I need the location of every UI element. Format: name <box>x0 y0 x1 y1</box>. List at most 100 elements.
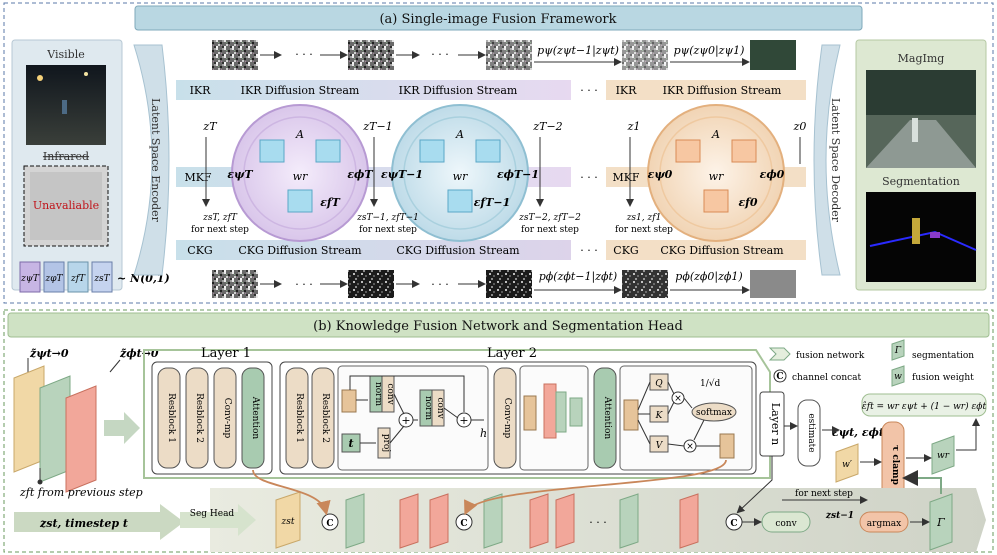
z-step-label: z1 <box>627 120 641 133</box>
layern-to-seg <box>736 456 773 514</box>
ckg-stream-label: CKG Diffusion Stream <box>238 244 362 257</box>
ikr-stream-label: IKR Diffusion Stream <box>241 84 360 97</box>
cube-psi <box>419 139 445 163</box>
step-T-minus-2: zT−2 zsT−2, zfT−2 for next step <box>518 120 581 235</box>
layer-2: Layer 2 Resblock 1 Resblock 2 norm conv … <box>279 346 757 475</box>
step-output: zsT, zfT <box>202 213 238 223</box>
seg-feature <box>529 493 549 549</box>
concat-legend-icon <box>773 369 787 383</box>
ellipsis: · · · <box>431 278 448 291</box>
noisy-image <box>348 270 394 298</box>
for-next-step: for next step <box>615 225 673 235</box>
seg-feature <box>619 493 639 549</box>
input-line <box>109 359 121 373</box>
seg-feature <box>429 493 449 549</box>
ckg-stream-bar-end <box>606 240 806 260</box>
seg-feature <box>399 493 419 549</box>
noisy-image <box>622 40 668 70</box>
step-output: zsT−2, zfT−2 <box>518 213 581 223</box>
bottom-formula-1: pϕ(zϕt−1|zϕt) <box>539 270 617 284</box>
step-1: A wr εψ0 εϕ0 εf0 z1 zs1, zf1 for next st… <box>615 104 785 242</box>
resblock-1 <box>157 367 181 469</box>
ikr-tag: IKR <box>616 84 638 97</box>
step-circle <box>647 104 785 242</box>
latent-chip-s <box>91 261 113 293</box>
top-formula-2: pψ(zψ0|zψ1) <box>674 44 745 58</box>
proj-label: proj <box>381 434 391 452</box>
estimate-label: estimate <box>806 413 816 452</box>
feature-block <box>523 395 537 431</box>
feature-block <box>623 399 639 431</box>
conv-mp <box>493 367 517 469</box>
fusion-weight-legend-icon <box>891 365 905 387</box>
feature-block <box>555 391 567 433</box>
layer-n-label: Layer n <box>769 403 782 445</box>
cube-f <box>287 189 313 213</box>
streetlight <box>37 75 43 81</box>
seg-person <box>912 218 920 244</box>
noisy-image <box>348 40 394 70</box>
latent-chip-label: zφT <box>44 274 63 284</box>
svg-text:+: + <box>401 414 410 427</box>
magimg-sky <box>866 70 976 115</box>
t-label: t <box>348 437 353 450</box>
zs-chip <box>275 491 301 549</box>
argmax-block <box>859 511 909 533</box>
eps-phi: εϕT <box>347 168 373 181</box>
clamp-label: τ clamp <box>890 445 900 485</box>
resblock-2-label: Resblock 2 <box>194 393 204 443</box>
gamma-to-clamp <box>902 470 942 494</box>
conv-label: conv <box>435 397 445 419</box>
attention-label: Attention <box>602 396 612 440</box>
conv-mp <box>213 367 237 469</box>
latent-chip-psi <box>19 261 41 293</box>
noisy-image <box>212 270 258 298</box>
layer-1-label: Layer 1 <box>201 346 251 361</box>
panel-a-title-bar <box>134 5 863 31</box>
step-inner-ring <box>659 116 773 230</box>
decoder-label: Latent Space Decoder <box>829 98 842 223</box>
resblock-1 <box>285 367 309 469</box>
eps-phi: εϕ0 <box>760 168 785 181</box>
softmax-label: softmax <box>696 408 732 418</box>
ikr-tag: IKR <box>190 84 212 97</box>
ellipsis: · · · <box>580 171 597 184</box>
cube-psi <box>675 139 701 163</box>
panel-b-title-bar <box>7 312 990 338</box>
ellipsis: · · · <box>431 48 448 61</box>
unavailable-label: Unavaliable <box>33 199 99 212</box>
conv-label: conv <box>385 383 395 405</box>
ikr-stream-bar-end <box>606 80 806 100</box>
legend-channel-concat: channel concat <box>792 373 862 383</box>
fusion-formula: ε̂ft = wr εψt + (1 − wr) εϕt <box>862 401 987 412</box>
step-T: A wr εψT εϕT εfT zT zsT, zfT for next st… <box>191 104 373 242</box>
panel-a-title: (a) Single-image Fusion Framework <box>379 12 616 27</box>
eps-psi: εψ0 <box>648 168 673 181</box>
h-label: h <box>480 427 487 440</box>
zs-chip-label: zst <box>281 517 295 527</box>
concat-glyph: C <box>460 519 467 529</box>
noisy-image <box>486 270 532 298</box>
eps-f: εfT <box>320 196 340 209</box>
resblock-2 <box>311 367 335 469</box>
step-output: zsT−1, zfT−1 <box>356 213 419 223</box>
seg-feature <box>483 493 503 549</box>
feature-block <box>341 389 357 413</box>
step-inner-ring <box>243 116 357 230</box>
estimate-block <box>797 399 821 467</box>
legend-w-glyph: w <box>894 372 902 382</box>
denoised-image <box>750 40 796 70</box>
encoder-shape <box>133 44 170 276</box>
z-step-label: zT−2 <box>532 120 562 133</box>
a-label: A <box>711 128 720 141</box>
wr-to-formula <box>956 418 980 451</box>
input-psi-label: z̃ψt→0 <box>29 347 69 360</box>
z-step-label: zT−1 <box>362 120 392 133</box>
for-next-step: for next step <box>191 225 249 235</box>
feature-block <box>569 397 583 427</box>
resblock-1-label: Resblock 1 <box>294 393 304 443</box>
eps-f: εfT−1 <box>474 196 510 209</box>
concat-glyph: C <box>730 519 737 529</box>
resblock-flow <box>349 375 484 444</box>
q-label: Q <box>655 379 663 389</box>
